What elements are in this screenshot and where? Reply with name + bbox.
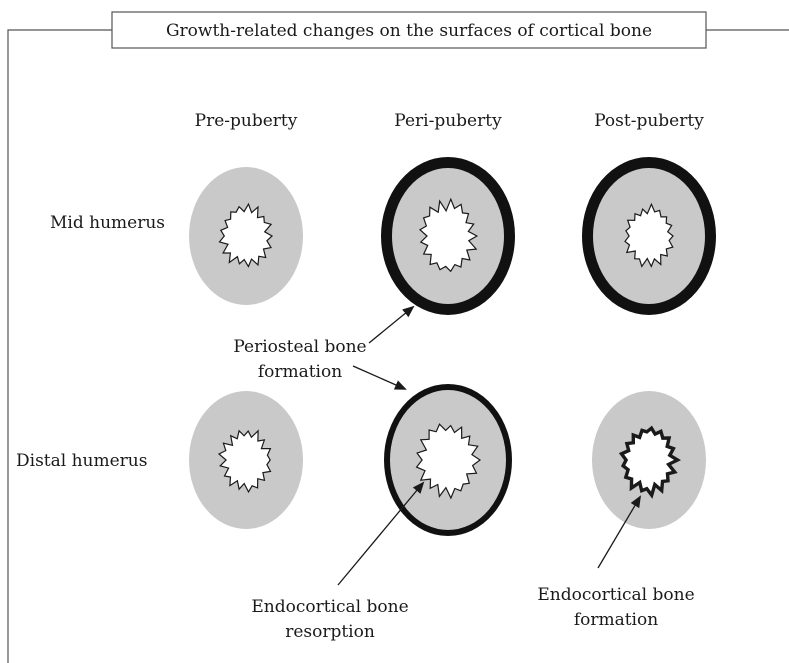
- diagram-title: Growth-related changes on the surfaces o…: [166, 21, 652, 41]
- periosteal-label-line1: Periosteal bone: [233, 337, 366, 357]
- distal-humerus-pre-puberty-cross-section: [189, 391, 303, 529]
- endocortical-resorption-label-line2: resorption: [285, 622, 375, 642]
- column-header-post-puberty: Post-puberty: [594, 111, 704, 131]
- periosteal-arrow-to-distal: [353, 366, 405, 389]
- row-label-distal-humerus: Distal humerus: [16, 451, 147, 471]
- mid-humerus-peri-puberty-cross-section: [387, 163, 510, 310]
- row-label-mid-humerus: Mid humerus: [50, 213, 165, 233]
- mid-humerus-post-puberty-cross-section: [588, 163, 711, 310]
- mid-humerus-pre-puberty-cross-section: [189, 167, 303, 305]
- distal-humerus-peri-puberty-cross-section: [387, 387, 509, 533]
- periosteal-arrow-to-mid: [369, 307, 413, 343]
- column-header-pre-puberty: Pre-puberty: [195, 111, 298, 131]
- periosteal-label-line2: formation: [258, 362, 342, 382]
- column-header-peri-puberty: Peri-puberty: [394, 111, 502, 131]
- endocortical-resorption-label-line1: Endocortical bone: [251, 597, 408, 617]
- endocortical-resorption-arrow: [338, 483, 423, 585]
- distal-humerus-post-puberty-cross-section: [592, 391, 706, 529]
- endocortical-formation-label-line1: Endocortical bone: [537, 585, 694, 605]
- endocortical-formation-label-line2: formation: [574, 610, 658, 630]
- diagram-frame: [8, 30, 112, 663]
